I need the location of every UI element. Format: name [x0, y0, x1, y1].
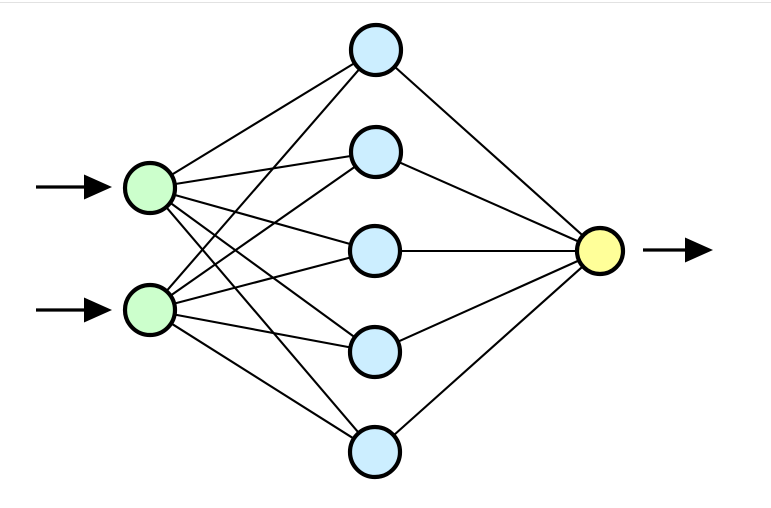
node-input-2[interactable] — [122, 282, 178, 338]
output-arrow-head-icon — [685, 237, 713, 263]
connection-edge — [172, 193, 353, 246]
node-group — [122, 22, 626, 480]
input-arrow-head-icon — [84, 174, 112, 200]
connection-edge — [168, 201, 357, 339]
node-hidden-2[interactable] — [348, 124, 404, 180]
node-hidden-5[interactable] — [347, 424, 403, 480]
node-output-1[interactable] — [574, 225, 626, 277]
top-divider-rule — [0, 2, 771, 3]
connection-edge — [169, 321, 356, 441]
connection-edge — [173, 313, 352, 349]
node-hidden-4[interactable] — [347, 324, 403, 380]
connection-edge — [169, 61, 357, 177]
connection-edge — [393, 65, 585, 238]
input-arrow-head-icon — [84, 297, 112, 323]
connection-edge — [169, 164, 357, 298]
node-hidden-1[interactable] — [348, 22, 404, 78]
connection-edge — [164, 205, 361, 435]
edge-group — [164, 61, 585, 441]
connection-edge — [397, 160, 581, 244]
arrow-group — [36, 174, 713, 323]
node-hidden-3[interactable] — [347, 223, 403, 279]
connection-edge — [392, 264, 585, 437]
connection-edge — [173, 154, 353, 186]
connection-edge — [396, 259, 581, 344]
node-input-1[interactable] — [122, 160, 178, 216]
connection-edge — [172, 256, 353, 305]
connection-edge — [164, 67, 362, 293]
